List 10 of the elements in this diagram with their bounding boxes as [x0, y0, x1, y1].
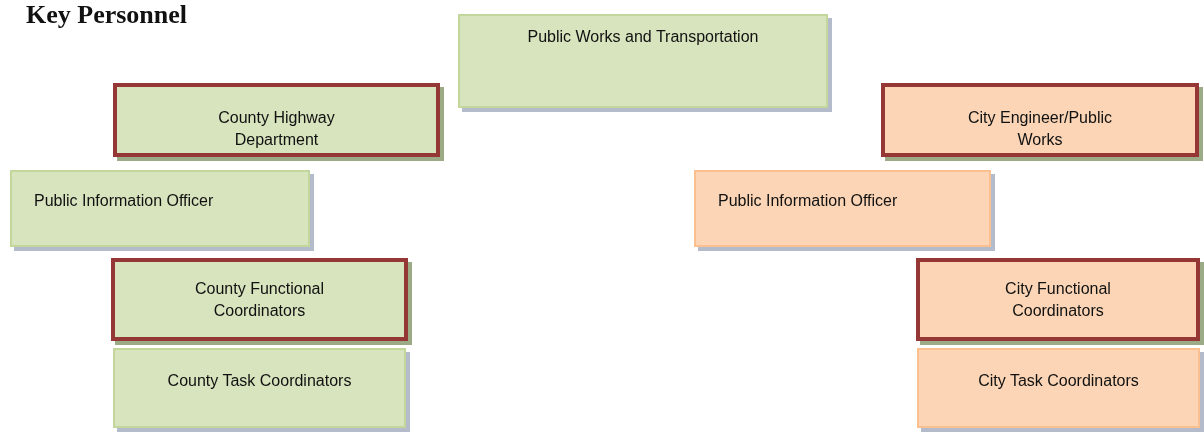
role-label: Public Works and Transportation	[527, 27, 759, 47]
role-label: City Functional Coordinators	[1004, 279, 1112, 321]
role-label: Public Information Officer	[34, 191, 214, 211]
title: Key Personnel	[26, 0, 188, 30]
role-label: County Task Coordinators	[167, 371, 352, 391]
role-label: County Functional Coordinators	[194, 279, 325, 321]
role-label: Public Information Officer	[718, 191, 898, 211]
role-label: County Highway Department	[217, 108, 336, 150]
role-label: City Engineer/Public Works	[966, 108, 1114, 150]
role-label: City Task Coordinators	[978, 371, 1139, 391]
